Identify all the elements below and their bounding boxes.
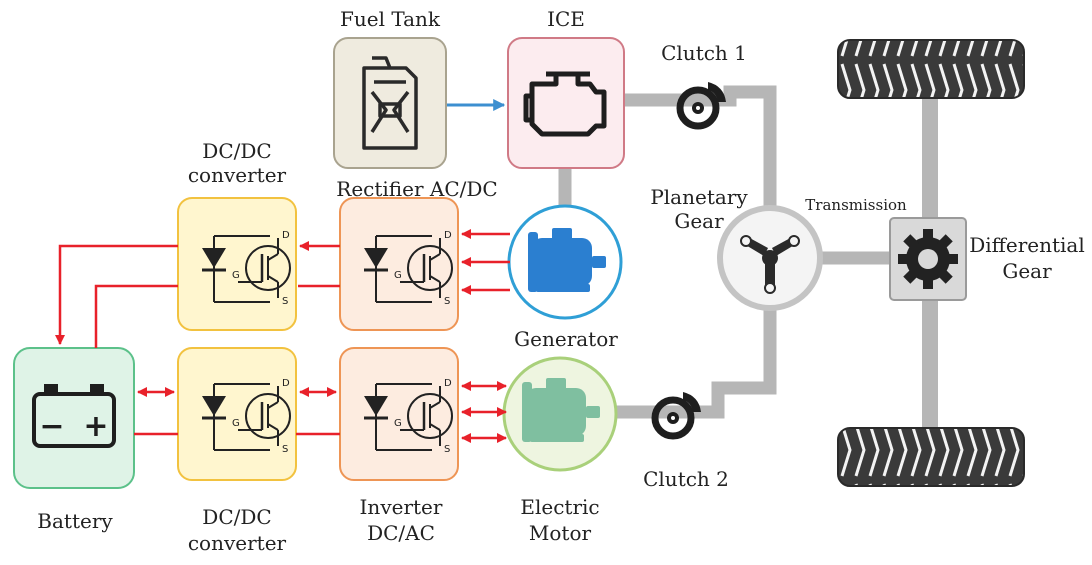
transmission-label: Transmission bbox=[805, 196, 907, 214]
ice-label: ICE bbox=[547, 7, 585, 31]
clutch-1 bbox=[676, 82, 726, 130]
terminal-g: G bbox=[394, 270, 402, 281]
differential-gear bbox=[889, 217, 967, 301]
electric-motor-label-2: Motor bbox=[528, 521, 592, 545]
terminal-d: D bbox=[282, 230, 290, 241]
dcdc-converter-top-label-1: DC/DC bbox=[202, 139, 272, 163]
dcdc-to-battery-arrow bbox=[55, 244, 178, 345]
dcdc-converter-bottom-label-2: converter bbox=[187, 531, 287, 555]
terminal-s: S bbox=[282, 444, 288, 455]
terminal-g: G bbox=[394, 418, 402, 429]
terminal-s: S bbox=[444, 444, 450, 455]
generator-block bbox=[507, 204, 623, 320]
clutch-2 bbox=[651, 392, 701, 440]
rectifier-block bbox=[339, 197, 459, 331]
clutch-2-label: Clutch 2 bbox=[643, 467, 729, 491]
gear-icon bbox=[898, 229, 958, 289]
rear-wheel bbox=[837, 427, 1025, 487]
inverter-block bbox=[339, 347, 459, 481]
switch-terminal-labels: D G S D G S D G S D G S bbox=[232, 230, 452, 455]
terminal-d: D bbox=[444, 378, 452, 389]
planetary-gear-icon bbox=[740, 235, 800, 294]
planetary-gear-label-2: Gear bbox=[674, 209, 724, 233]
terminal-d: D bbox=[282, 378, 290, 389]
terminal-s: S bbox=[282, 296, 288, 307]
terminal-g: G bbox=[232, 270, 240, 281]
fuel-can-icon bbox=[362, 56, 418, 150]
engine-icon bbox=[523, 71, 607, 137]
planetary-gear-label-1: Planetary bbox=[650, 185, 748, 209]
motor-to-planetary-shaft bbox=[615, 258, 777, 419]
battery-label: Battery bbox=[37, 509, 113, 533]
dcdc-converter-bottom-block bbox=[177, 347, 297, 481]
dcdc-converter-top-block bbox=[177, 197, 297, 331]
dcdc-to-battery-return bbox=[94, 284, 178, 348]
terminal-d: D bbox=[444, 230, 452, 241]
terminal-s: S bbox=[444, 296, 450, 307]
clutch-icon bbox=[683, 392, 701, 412]
electric-motor-block bbox=[502, 356, 618, 472]
dcdc-converter-top-label-2: converter bbox=[187, 163, 287, 187]
battery-positive-label: + bbox=[83, 409, 108, 444]
dcdc-converter-bottom-label-1: DC/DC bbox=[202, 505, 272, 529]
fuel-tank-label: Fuel Tank bbox=[339, 7, 441, 31]
battery-negative-label: − bbox=[39, 409, 64, 444]
electric-motor-label-1: Electric bbox=[520, 495, 600, 519]
front-wheel bbox=[837, 39, 1025, 99]
battery-block: − + bbox=[13, 347, 135, 489]
planetary-gear bbox=[717, 205, 823, 311]
inverter-label-1: Inverter bbox=[359, 495, 443, 519]
differential-gear-label-2: Gear bbox=[1002, 259, 1052, 283]
rectifier-label: Rectifier AC/DC bbox=[336, 177, 498, 201]
differential-gear-label-1: Differential bbox=[969, 233, 1085, 257]
clutch-1-label: Clutch 1 bbox=[661, 41, 747, 65]
battery-icon bbox=[32, 384, 116, 448]
ice-to-planetary-shaft bbox=[625, 85, 777, 258]
electric-links bbox=[55, 229, 510, 443]
fuel-tank-block bbox=[333, 37, 447, 169]
clutch-icon bbox=[708, 82, 726, 102]
ice-block bbox=[507, 37, 625, 169]
generator-label: Generator bbox=[514, 327, 618, 351]
inverter-label-2: DC/AC bbox=[367, 521, 435, 545]
terminal-g: G bbox=[232, 418, 240, 429]
